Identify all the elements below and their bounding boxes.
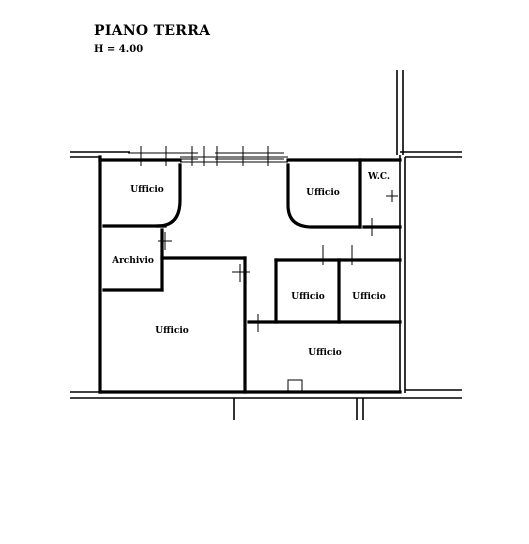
- room-label-office-top-left: Ufficio: [130, 185, 164, 195]
- outer-walls: [98, 155, 402, 394]
- room-label-office-bottom: Ufficio: [308, 348, 342, 358]
- room-label-wc: W.C.: [368, 172, 390, 182]
- door-markers: [158, 195, 373, 332]
- room-label-office-middle-right: Ufficio: [352, 292, 386, 302]
- room-label-archive: Archivio: [112, 256, 154, 266]
- plan-title: PIANO TERRA: [94, 23, 211, 39]
- room-label-office-top-right: Ufficio: [306, 188, 340, 198]
- top-windows: [128, 146, 284, 166]
- room-label-office-middle-left: Ufficio: [291, 292, 325, 302]
- ceiling-height-label: H = 4.00: [94, 44, 144, 55]
- room-label-office-large: Ufficio: [155, 326, 189, 336]
- exterior-context-lines: [70, 70, 462, 420]
